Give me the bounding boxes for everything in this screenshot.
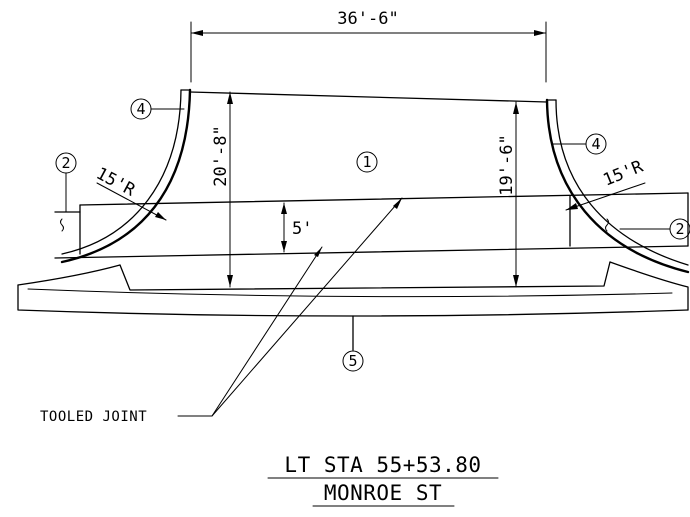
curb-returns bbox=[60, 88, 690, 274]
tooled-joint-leaders: TOOLED JOINT bbox=[40, 197, 403, 425]
callout-2-right: 2 bbox=[619, 218, 690, 240]
callout-5: 5 bbox=[342, 350, 364, 372]
top-width-label: 36'-6" bbox=[337, 9, 398, 29]
lower-edge bbox=[119, 261, 611, 291]
left-radius-label: 15'R bbox=[93, 164, 139, 201]
callout-4-right: 4 bbox=[551, 133, 607, 155]
callout-2-left: 2 bbox=[55, 152, 77, 213]
left-height-label: 20'-8" bbox=[211, 125, 231, 186]
right-height-dimension: 19'-6" bbox=[497, 101, 519, 288]
callout-5-label: 5 bbox=[348, 352, 357, 370]
callout-4-right-label: 4 bbox=[591, 135, 600, 153]
street-caption: MONROE ST bbox=[324, 481, 442, 505]
right-height-label: 19'-6" bbox=[497, 134, 517, 195]
crosswalk-width-dimension: 5' bbox=[281, 202, 312, 253]
callout-4-left-label: 4 bbox=[136, 100, 145, 118]
left-radius-annotation: 15'R bbox=[93, 164, 167, 221]
drawing-caption: LT STA 55+53.80 MONROE ST bbox=[267, 453, 499, 507]
crosswalk-band bbox=[54, 192, 689, 259]
callout-2-right-label: 2 bbox=[675, 220, 684, 238]
tooled-joint-note: TOOLED JOINT bbox=[40, 409, 147, 425]
slab-top-edge bbox=[189, 91, 548, 103]
callout-4-left: 4 bbox=[130, 98, 185, 120]
callout-1-label: 1 bbox=[362, 153, 371, 171]
gutter-pavement bbox=[17, 261, 689, 351]
callout-1: 1 bbox=[356, 151, 378, 173]
callout-2-left-label: 2 bbox=[61, 154, 70, 172]
crosswalk-width-label: 5' bbox=[292, 219, 312, 239]
top-width-dimension: 36'-6" bbox=[190, 9, 547, 83]
station-caption: LT STA 55+53.80 bbox=[284, 453, 481, 477]
left-height-dimension: 20'-8" bbox=[211, 91, 233, 288]
right-radius-label: 15'R bbox=[600, 156, 646, 190]
